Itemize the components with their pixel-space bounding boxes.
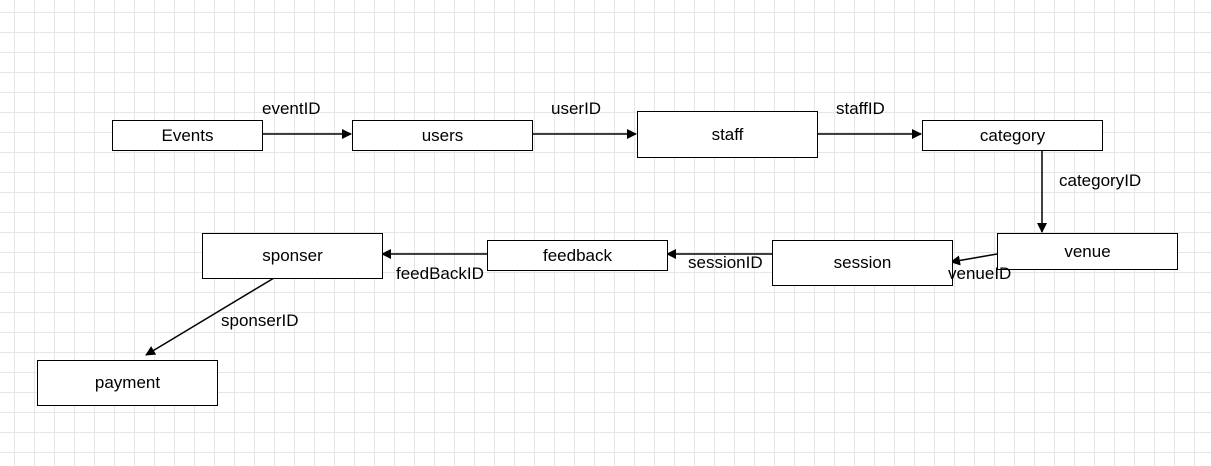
node-events[interactable]: Events [112, 120, 263, 151]
node-feedback[interactable]: feedback [487, 240, 668, 271]
label-userID: userID [551, 99, 602, 118]
node-payment[interactable]: payment [37, 360, 218, 406]
label-eventID: eventID [262, 99, 321, 118]
label-staffID: staffID [836, 99, 885, 118]
node-venue[interactable]: venue [997, 233, 1178, 270]
node-session[interactable]: session [772, 240, 953, 286]
node-sponser[interactable]: sponser [202, 233, 383, 279]
edge-venue-session [950, 253, 998, 266]
label-sponserID: sponserID [221, 311, 299, 330]
label-venueID: venueID [948, 264, 1012, 283]
label-categoryID: categoryID [1059, 171, 1142, 190]
node-category[interactable]: category [922, 120, 1103, 151]
label-feedBackID: feedBackID [396, 264, 484, 283]
node-users[interactable]: users [352, 120, 533, 151]
label-sessionID: sessionID [688, 253, 763, 272]
node-staff[interactable]: staff [637, 111, 818, 158]
edge-sponser-payment [145, 277, 275, 356]
